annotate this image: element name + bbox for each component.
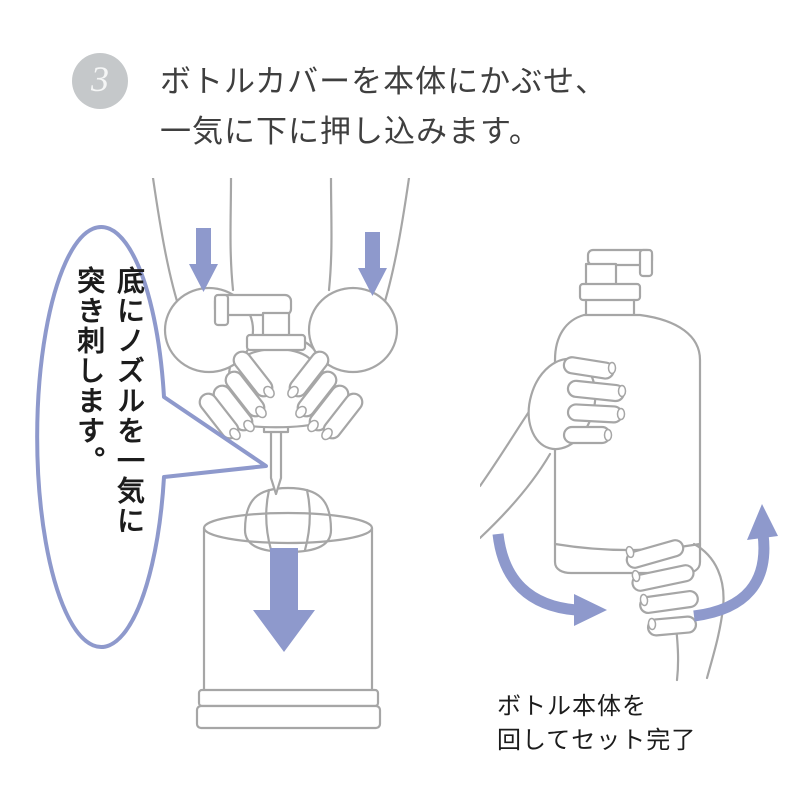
pump-head [578, 248, 654, 316]
rotate-caption-line-2: 回してセット完了 [497, 727, 697, 754]
speech-bubble-text: 底にノズルを一気に 突き刺します。 [57, 266, 149, 618]
bubble-text-column-1: 底にノズルを一気に [114, 266, 145, 536]
step-number-badge: 3 [72, 53, 128, 109]
bubble-text-column-2: 突き刺します。 [74, 266, 106, 476]
rotate-caption: ボトル本体を 回してセット完了 [497, 690, 696, 758]
turning-hand [625, 539, 725, 682]
large-down-arrow-icon [253, 548, 315, 652]
step-heading-line-1: ボトルカバーを本体にかぶせ、 [160, 64, 608, 99]
rotate-bottle-illustration [480, 248, 778, 682]
push-arrows [189, 228, 387, 652]
step-number: 3 [91, 59, 109, 99]
down-arrow-icon [358, 232, 387, 296]
step-heading-line-2: 一気に下に押し込みます。 [160, 114, 541, 149]
right-hand [287, 286, 399, 441]
push-cover-illustration [151, 178, 411, 730]
step-heading: ボトルカバーを本体にかぶせ、 一気に下に押し込みます。 [160, 57, 607, 157]
speech-bubble [35, 225, 268, 649]
rotate-caption-line-1: ボトル本体を [497, 693, 647, 720]
rotate-arrow-left-icon [492, 533, 607, 626]
bottle-body [195, 486, 382, 730]
rotate-arrows [492, 504, 778, 626]
pump-head [213, 293, 307, 352]
down-arrow-icon [189, 228, 218, 292]
holding-hand [527, 356, 627, 451]
speech-bubble-outline [35, 225, 268, 649]
rotate-arrow-right-icon [693, 504, 778, 622]
